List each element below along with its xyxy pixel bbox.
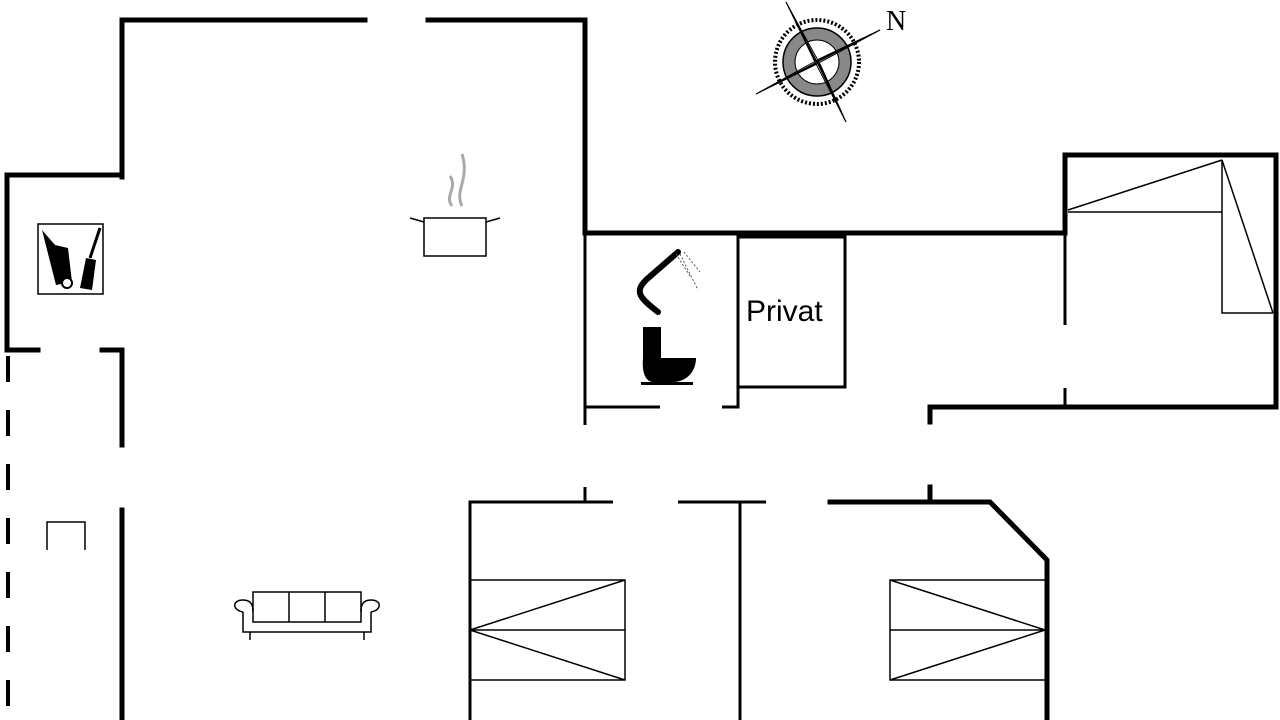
north-label: N [886, 6, 906, 37]
bed-left [469, 579, 626, 681]
toilet-icon [641, 327, 696, 385]
compass-rose-icon [755, 1, 881, 123]
bed-top-right [1067, 159, 1274, 314]
interior-walls [468, 233, 1067, 720]
cooking-pot-icon [409, 153, 501, 257]
fireplace-icon [46, 521, 86, 550]
bed-right [889, 579, 1046, 681]
exterior-walls [4, 17, 1279, 720]
sofa-icon [234, 591, 380, 640]
utility-room-icon [37, 223, 104, 295]
shower-icon [636, 249, 701, 315]
private-room-label: Privat [746, 295, 823, 328]
